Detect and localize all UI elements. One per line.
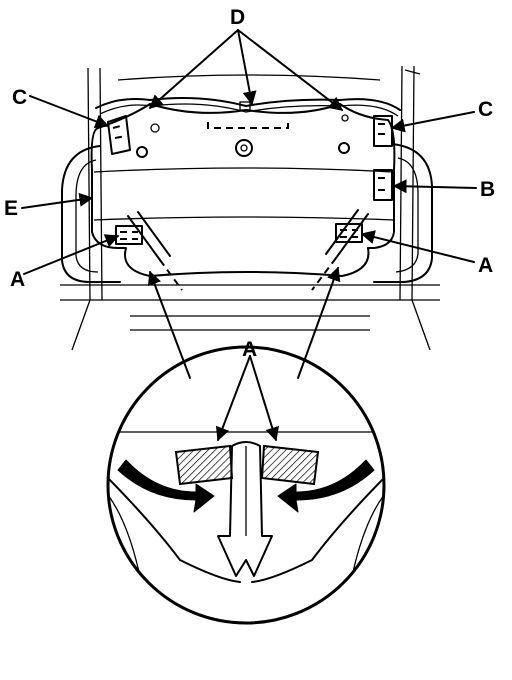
callout-b: B — [480, 178, 495, 201]
callout-e: E — [4, 197, 18, 220]
harness-top — [95, 97, 401, 117]
callout-a-left: A — [10, 268, 25, 291]
detail-circle — [106, 345, 386, 625]
callout-d: D — [230, 6, 245, 29]
side-cover-left — [61, 145, 121, 283]
callout-c-right: C — [478, 98, 493, 121]
pry-tool-lines — [127, 209, 369, 291]
callout-c-left: C — [12, 86, 27, 109]
callout-a-detail: A — [242, 338, 257, 361]
clip-b-right — [373, 169, 393, 201]
callout-leaders — [21, 29, 477, 442]
under-panel — [90, 103, 396, 277]
callout-a-right: A — [478, 254, 493, 277]
clip-c-left — [107, 115, 131, 155]
side-cover-right — [373, 143, 433, 283]
